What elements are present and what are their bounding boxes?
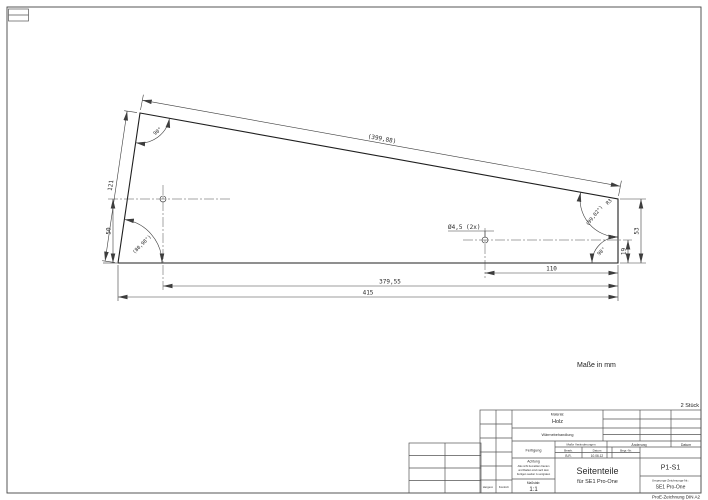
bearb-label: Bearb. bbox=[564, 448, 573, 452]
revision-table bbox=[408, 442, 482, 494]
scale-value: 1:1 bbox=[529, 487, 538, 493]
angle-bottom-right-label: 90° bbox=[596, 246, 607, 257]
dim-right-heights: 53 19 bbox=[620, 198, 646, 264]
drawing-title: Seitenteile bbox=[576, 466, 618, 476]
dim-hole-to-edge: 110 bbox=[485, 265, 619, 301]
material-value: Holz bbox=[552, 419, 563, 425]
notice-line1: Alle nicht bemaßten Kanten bbox=[518, 464, 550, 468]
dim-hole-span: 379,55 bbox=[163, 279, 618, 289]
datum-value: 10.06.12 bbox=[591, 454, 604, 458]
title-block-grid bbox=[479, 409, 702, 494]
dim-19-label: 19 bbox=[620, 248, 627, 256]
sign-left-label: Hergest. bbox=[483, 485, 494, 489]
begr-label: Begr.-Nr. bbox=[620, 448, 632, 452]
material-label: Material: bbox=[551, 413, 564, 417]
dim-379-label: 379,55 bbox=[379, 279, 401, 286]
dim-53-label: 53 bbox=[633, 227, 640, 235]
dim-left-edge: 121 bbox=[102, 110, 138, 263]
corner-mark bbox=[8, 8, 29, 22]
dim-110-label: 110 bbox=[546, 266, 557, 273]
origin-label: Ursprungs-Zeichnungs-Nr.: bbox=[652, 479, 689, 483]
corner-radius-label: R3 bbox=[605, 198, 614, 207]
scale-label: Maßstab: bbox=[527, 481, 540, 485]
units-note: Maße in mm bbox=[577, 362, 616, 369]
angle-top-left-label: 90° bbox=[152, 127, 163, 137]
production-label: Fertigung bbox=[525, 449, 541, 453]
dim-left-edge-label: 121 bbox=[107, 179, 116, 191]
rev-strip-left: Maße Veränderungen bbox=[566, 443, 595, 447]
origin-value: SE1 Pro-One bbox=[656, 485, 686, 491]
datum-label: Datum bbox=[593, 448, 602, 452]
dim-415-label: 415 bbox=[363, 290, 374, 297]
rev-strip-mid: Änderung bbox=[631, 443, 646, 447]
sign-right-label: Kontroll. bbox=[499, 485, 509, 489]
dim-top-edge: (399,88) bbox=[140, 94, 622, 197]
drawing-subtitle: für SE1 Pro-One bbox=[577, 479, 618, 485]
notice-title: Achtung bbox=[527, 460, 540, 464]
quantity-note: 2 Stück bbox=[681, 403, 700, 409]
hole-callout: Ø4,5 (2x) bbox=[448, 224, 494, 237]
dim-50-label: 50 bbox=[105, 227, 112, 235]
notice-line3: Fertigen sauber zu entgraten bbox=[517, 472, 551, 476]
title-block: Material: Holz Wärmebehandlung Fertigung… bbox=[483, 413, 692, 494]
notice-line2: und Radien sind nach dem bbox=[518, 468, 549, 472]
hole-callout-label: Ø4,5 (2x) bbox=[448, 224, 481, 231]
dim-left-hole-height: 50 bbox=[103, 199, 117, 264]
angle-bottom-left-label: (80,98°) bbox=[132, 234, 153, 255]
angle-top-right-label: (99,02°) bbox=[585, 205, 605, 228]
part-code: P1-S1 bbox=[661, 465, 681, 472]
centerlines bbox=[108, 185, 632, 290]
treatment-label: Wärmebehandlung bbox=[541, 433, 573, 437]
rev-strip-right: Datum bbox=[681, 443, 691, 447]
dim-overall: 415 bbox=[117, 265, 618, 301]
bearb-value: B.R. bbox=[565, 454, 571, 458]
footer-note: ProE-Zeichnung DIN A2 bbox=[652, 495, 701, 500]
sheet-frame bbox=[6, 6, 702, 494]
